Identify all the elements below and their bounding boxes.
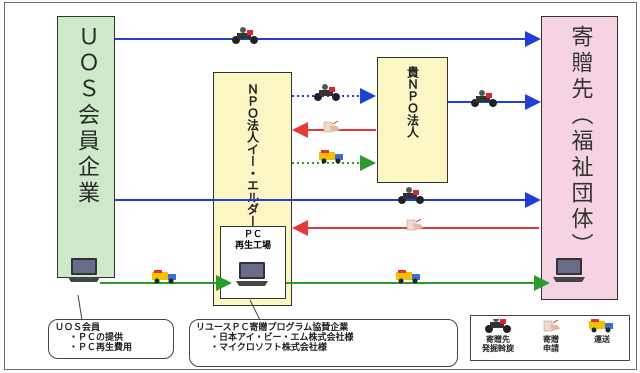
scooter-icon-3 [471, 90, 497, 107]
delivery-scooter-icon [485, 319, 511, 333]
truck-icon-1 [319, 150, 343, 164]
scooter-icon-1 [232, 27, 258, 44]
truck-icon-2 [152, 270, 176, 284]
truck-icon-3 [396, 270, 420, 284]
recipient-label: 寄贈先（福祉団体） [567, 25, 593, 259]
reuse-callout-item-1: ・日本アイ・ビー・エム株式会社様 [210, 333, 354, 343]
scooter-icon-4 [398, 187, 424, 204]
recipient-box: 寄贈先（福祉団体） [541, 16, 618, 300]
reuse-program-callout: リユースＰＣ寄贈プログラム協賛企業 ・日本アイ・ビー・エム株式会社様 ・マイクロ… [189, 319, 458, 367]
legend-label-1: 寄贈先 発掘斡旋 [482, 335, 514, 353]
hand-icon-1 [323, 120, 341, 133]
legend-item-hand: 寄贈 申請 [526, 319, 576, 353]
hand-icon-2 [406, 218, 424, 231]
legend: 寄贈先 発掘斡旋 寄贈 申請 運送 [470, 315, 630, 361]
your-npo-box: 貴ＮＰＯ法人 [377, 57, 448, 183]
application-hand-icon [543, 319, 561, 332]
legend-label-3: 運送 [594, 335, 610, 344]
scooter-icon-2 [314, 84, 340, 101]
laptop-icon-recipient [553, 258, 585, 282]
legend-item-truck: 運送 [577, 319, 627, 344]
uos-member-box: ＵＯＳ会員企業 [57, 16, 115, 278]
uos-callout-title: ＵＯＳ会員 [55, 323, 101, 333]
laptop-icon-uos [68, 258, 100, 282]
npo-e-elder-label: ＮＰＯ法人イー・エルダー [245, 83, 260, 227]
factory-line2: 再生工場 [234, 241, 271, 251]
uos-callout-item-1: ・ＰＣの提供 [69, 333, 124, 343]
uos-member-label: ＵＯＳ会員企業 [74, 25, 99, 207]
reuse-callout-title: リユースＰＣ寄贈プログラム協賛企業 [196, 323, 349, 333]
legend-item-scooter: 寄贈先 発掘斡旋 [473, 319, 523, 353]
your-npo-label: 貴ＮＰＯ法人 [405, 66, 420, 138]
legend-label-2: 寄贈 申請 [543, 335, 559, 353]
reuse-callout-item-2: ・マイクロソフト株式会社様 [210, 343, 327, 353]
laptop-icon-factory [236, 262, 268, 286]
uos-callout-item-2: ・ＰＣ再生費用 [69, 343, 133, 353]
uos-callout: ＵＯＳ会員 ・ＰＣの提供 ・ＰＣ再生費用 [48, 319, 174, 359]
factory-line1: ＰＣ [243, 230, 262, 240]
truck-icon [589, 319, 613, 333]
